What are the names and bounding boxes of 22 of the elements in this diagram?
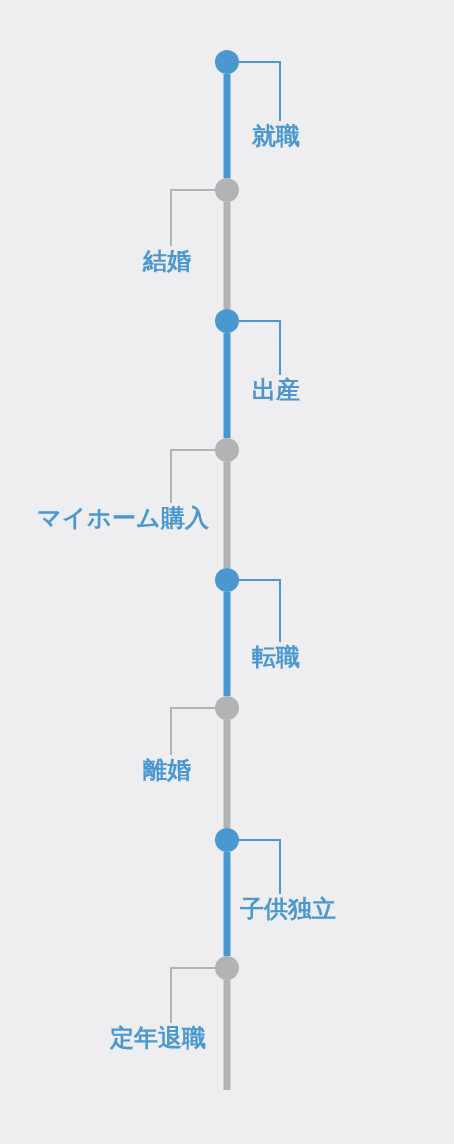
event-label: 定年退職: [110, 1023, 206, 1053]
event-label: 結婚: [143, 246, 191, 276]
timeline-segment: [223, 74, 231, 178]
timeline-segment: [223, 592, 231, 696]
timeline-segment: [223, 852, 231, 956]
leader-line: [238, 579, 281, 643]
leader-line: [238, 61, 281, 122]
leader-line: [238, 320, 281, 376]
event-label: マイホーム購入: [37, 503, 209, 533]
timeline-segment: [223, 333, 231, 438]
leader-line: [170, 967, 216, 1024]
leader-line: [170, 189, 216, 247]
event-label: 就職: [252, 121, 300, 151]
timeline-segment: [223, 462, 231, 568]
leader-line: [238, 839, 281, 895]
event-label: 転職: [252, 642, 300, 672]
event-label: 子供独立: [240, 894, 336, 924]
leader-line: [170, 449, 216, 504]
event-label: 出産: [252, 375, 300, 405]
timeline-segment: [223, 202, 231, 309]
timeline-segment: [223, 720, 231, 828]
event-label: 離婚: [143, 755, 191, 785]
